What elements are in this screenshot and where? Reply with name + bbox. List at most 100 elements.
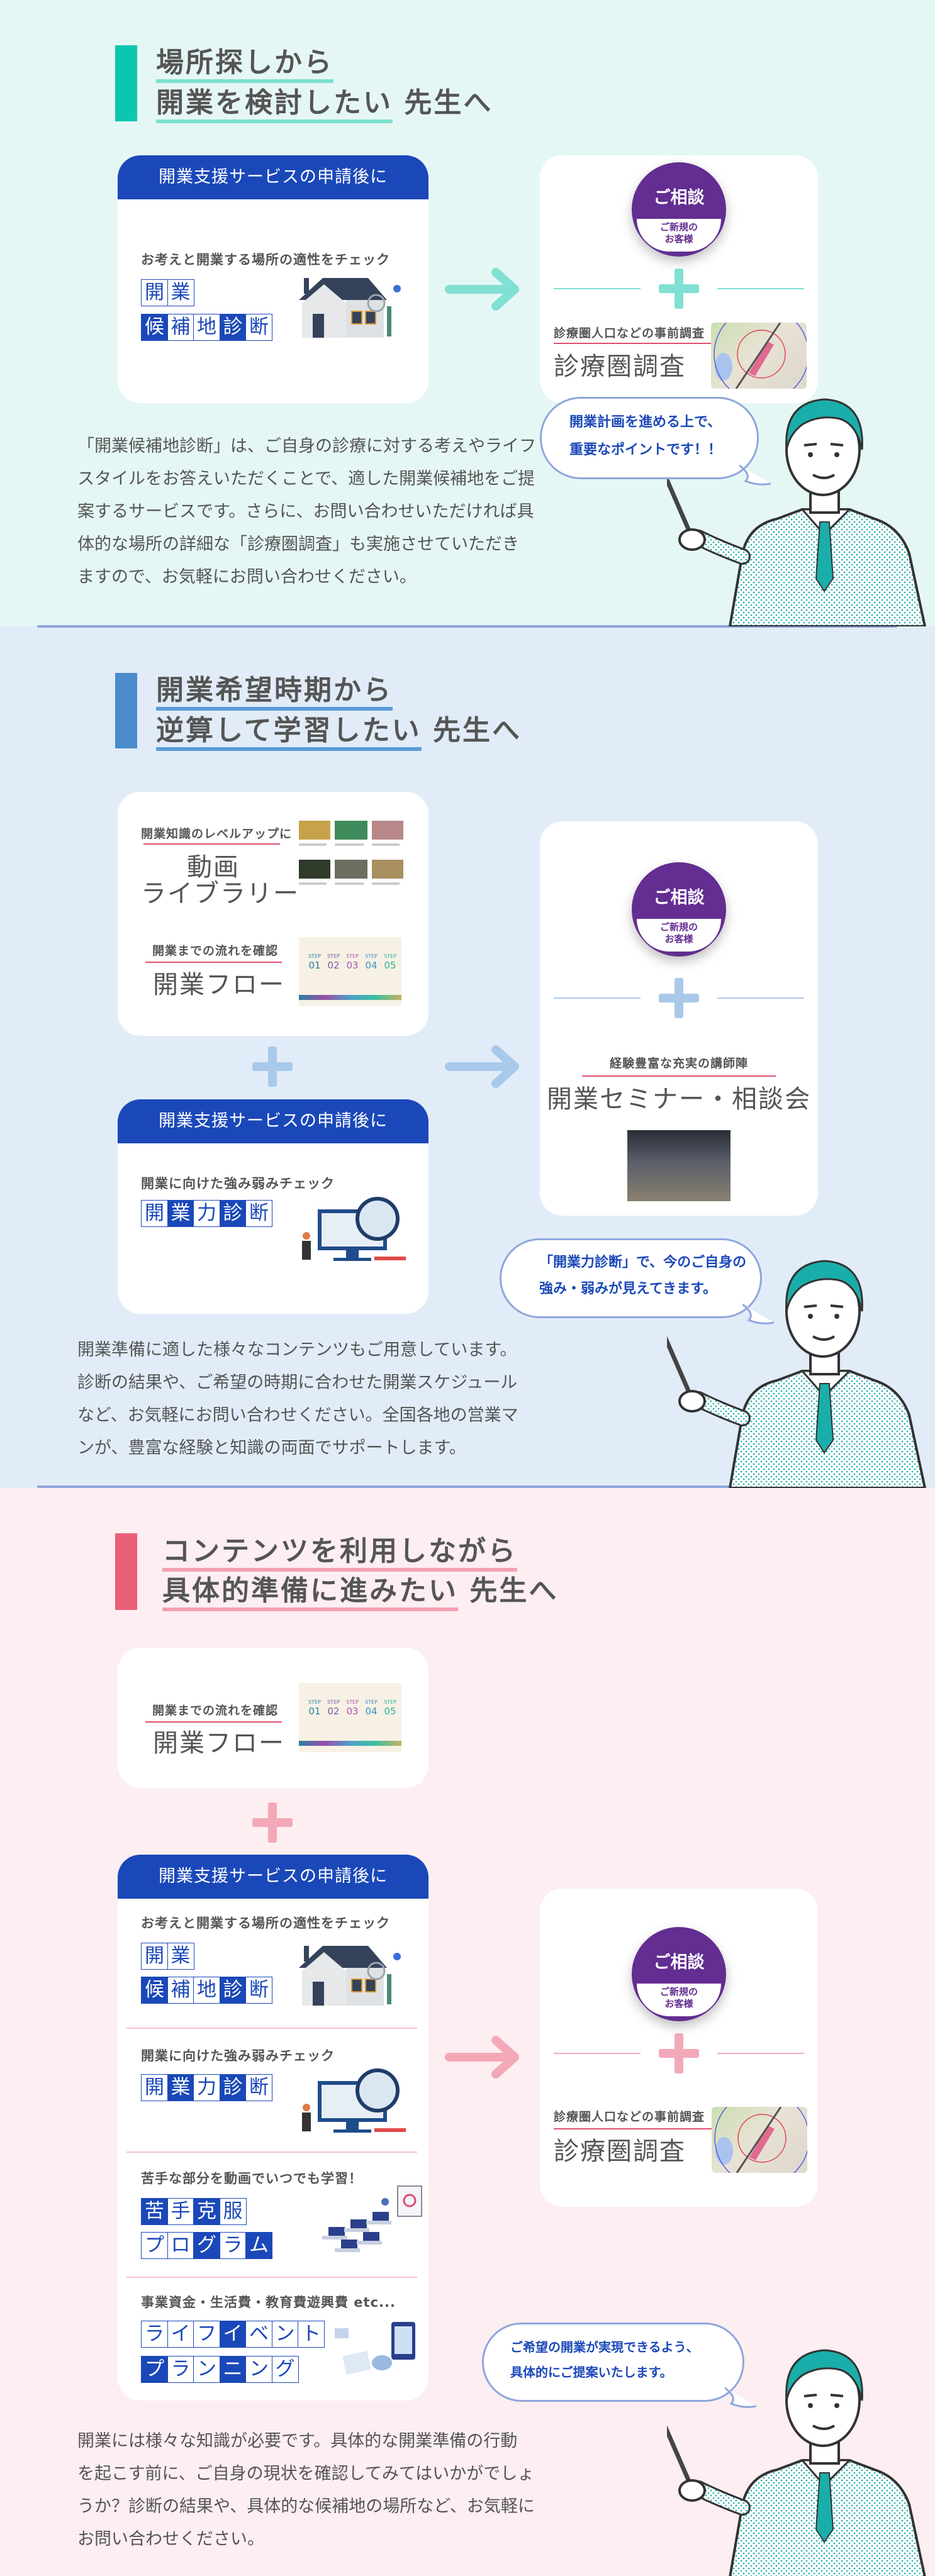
consult-badge-sub: お客様 [664,1998,693,2009]
heading-accent-bar [115,673,137,748]
bubble-tail [739,464,771,486]
map-thumbnail [712,2107,807,2173]
item-divider [126,2028,417,2029]
candidate-site-card: 開業支援サービスの申請後に お考えと開業する場所の適性をチェック 開業候補地診断 [118,155,428,403]
divider-line [554,2053,641,2054]
logo-char: 地 [193,1977,220,2004]
card-label: お考えと開業する場所の適性をチェック [141,1916,390,1931]
logo-char: 地 [193,314,220,341]
paragraph-line: ますので、お気軽にお問い合わせください。 [77,567,417,587]
logo-char: 克 [193,2198,220,2225]
logo-char: 開 [141,2074,168,2101]
plus-icon [659,978,699,1018]
paragraph-line: など、お気軽にお問い合わせください。全国各地の営業マ [77,1406,518,1425]
plus-icon [252,1046,293,1087]
section-heading-line2: 開業を検討したい 先生へ [156,86,493,123]
heading-accent-text: コンテンツを利用しながら [162,1535,517,1572]
paragraph-line: 開業準備に適した様々なコンテンツもご用意しています。 [77,1340,517,1360]
heading-text: 先生へ [393,87,493,119]
logo-char: 業 [167,1200,194,1227]
logo-char: 補 [167,314,194,341]
logo-row: ライフイベント [141,2321,325,2348]
logo-row: プランニング [141,2356,299,2383]
card-label: 開業に向けた強み弱みチェック [141,1176,335,1191]
card-label: 開業知識のレベルアップに [141,827,293,841]
card-label: 経験豊富な充実の講師陣 [609,1057,748,1070]
paragraph-line: 案するサービスです。さらに、お問い合わせいただければ具 [77,502,534,521]
seminar-photo [627,1130,731,1201]
logo-char: ン [245,2356,272,2383]
consult-badge-sub: ご新規の [659,921,698,933]
bubble-tail [742,1303,774,1324]
logo-row: 開業力診断 [141,2074,272,2101]
logo-char: 苦 [141,2198,168,2225]
logo-char: ン [193,2356,220,2383]
consult-badge-sub: ご新規の [659,1986,698,1997]
logo-row: 開業力診断 [141,1200,272,1227]
video-library-title: ライブラリー [141,879,300,908]
finance-illustration [335,2322,415,2375]
house-inspection-illustration [299,278,401,338]
service-header: 開業支援サービスの申請後に [118,1099,428,1143]
divider-line [554,288,641,289]
logo-char: ロ [167,2232,194,2259]
section-heading-line2: 逆算して学習したい 先生へ [156,713,522,751]
seminar-card: ご相談 ご新規のお客様 経験豊富な充実の講師陣 開業セミナー・相談会 [540,821,818,1216]
card-title: 診療圏調査 [554,2137,686,2166]
plus-icon [659,269,699,309]
section-description: 「開業候補地診断」は、ご自身の診療に対する考えやライフ スタイルをお答えいただく… [77,430,543,594]
logo-char: 補 [167,1977,194,2004]
plus-icon [659,2033,699,2074]
consult-badge-sub: ご新規の [659,221,698,233]
house-inspection-illustration [299,1946,401,2006]
logo-row: 開業 [141,1943,194,1970]
heading-accent-text: 具体的準備に進みたい [162,1575,458,1611]
logo-row: 候補地診断 [141,314,272,341]
logo-char: 診 [219,1200,247,1227]
section-heading-line2: 具体的準備に進みたい 先生へ [162,1574,558,1611]
logo-char: 診 [219,1977,247,2004]
section-divider [37,1485,897,1488]
logo-char: ニ [219,2356,247,2383]
consult-badge-sub: お客様 [664,933,693,945]
logo-char: ラ [167,2356,194,2383]
paragraph-line: を起こす前に、ご自身の現状を確認してみてはいかがでしょ [77,2464,535,2484]
heading-text: 先生へ [458,1575,559,1607]
analysis-illustration [302,1197,406,1261]
contents-card: 開業知識のレベルアップに 動画 ライブラリー 開業までの流れを確認 開業フロー … [118,792,428,1036]
plus-icon [252,1802,293,1843]
opening-flow-title: 開業フロー [153,1729,285,1758]
label-underline [143,843,280,845]
logo-char: 断 [245,314,272,341]
logo-char: 断 [245,1977,272,2004]
logo-char: イ [219,2321,247,2348]
logo-row: 候補地診断 [141,1977,272,2004]
label-underline [554,2128,712,2129]
logo-char: 手 [167,2198,194,2225]
paragraph-line: 診断の結果や、ご希望の時期に合わせた開業スケジュール [77,1373,518,1392]
paragraph-line: お問い合わせください。 [77,2529,264,2549]
logo-char: 開 [141,1200,168,1227]
logo-char: 診 [219,2074,247,2101]
classroom-illustration [322,2185,422,2252]
consult-badge-title: ご相談 [653,1953,705,1972]
paragraph-line: スタイルをお答えいただくことで、適した開業候補地をご提 [77,469,535,489]
bubble-text: 強み・弱みが見えてきます。 [539,1281,717,1297]
bubble-text: 具体的にご提案いたします。 [510,2365,673,2380]
bubble-text: 重要なポイントです！！ [569,442,722,458]
analysis-illustration [302,2068,406,2133]
service-header: 開業支援サービスの申請後に [118,1855,428,1899]
logo-char: グ [271,2356,299,2383]
card-label: 診療圏人口などの事前調査 [554,326,705,340]
logo-char: 候 [141,314,168,341]
section-divider [37,625,897,628]
